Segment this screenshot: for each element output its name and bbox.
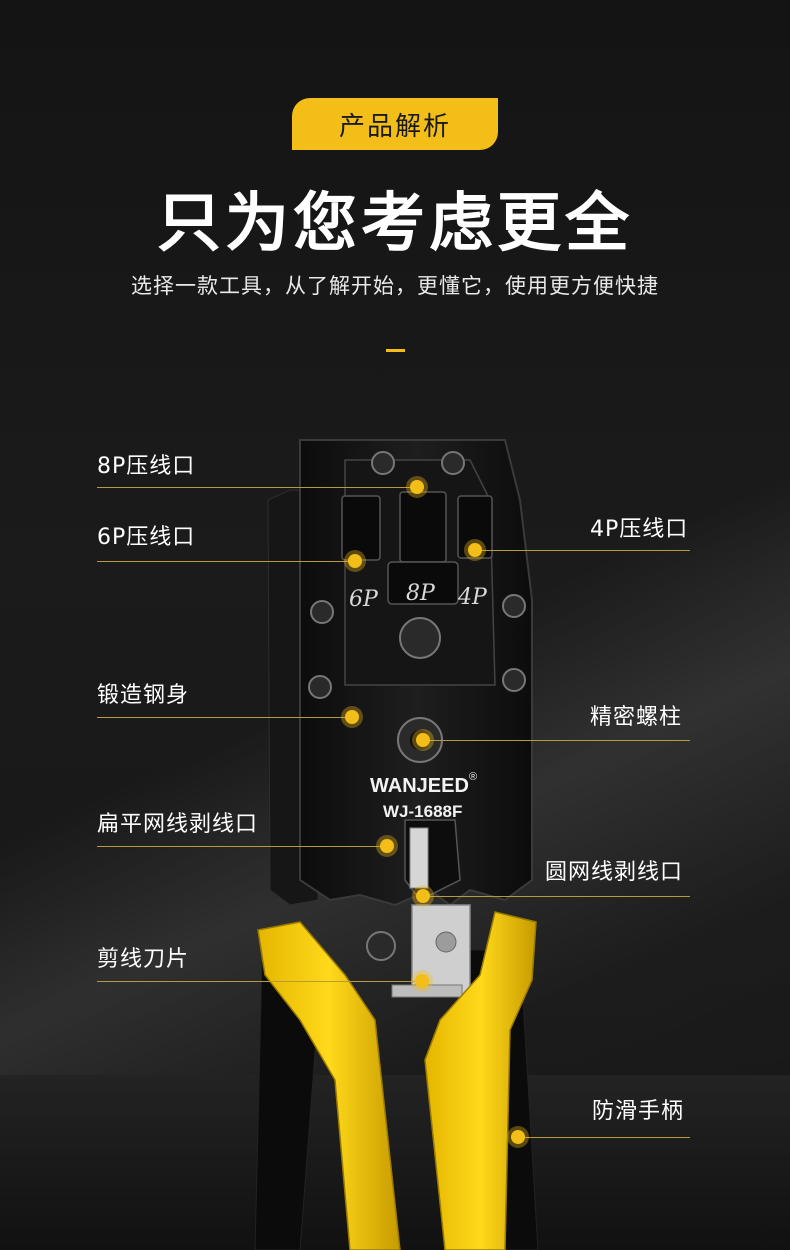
port-label-4p: 4P — [457, 585, 488, 610]
hotspot-forged — [345, 710, 359, 724]
callout-line-forged — [97, 717, 352, 718]
callout-anti-slip-handle: 防滑手柄 — [592, 1099, 685, 1124]
accent-dash — [386, 349, 405, 352]
hotspot-handle — [511, 1130, 525, 1144]
hotspot-8p — [410, 480, 424, 494]
callout-line-flat — [97, 846, 387, 847]
callout-flat-stripper: 扁平网线剥线口 — [97, 812, 259, 837]
brand-logo: WANJEED — [370, 775, 469, 797]
model-number: WJ-1688F — [383, 802, 462, 821]
callout-forged-body: 锻造钢身 — [97, 683, 190, 708]
subheadline: 选择一款工具，从了解开始，更懂它，使用更方便快捷 — [131, 274, 659, 298]
callout-round-stripper: 圆网线剥线口 — [545, 860, 684, 885]
callout-line-6p — [97, 561, 355, 562]
callout-line-screw — [423, 740, 690, 741]
hotspot-6p — [348, 554, 362, 568]
callout-line-handle — [518, 1137, 690, 1138]
hotspot-blade — [415, 974, 429, 988]
hotspot-flat — [380, 839, 394, 853]
callout-line-8p — [97, 487, 417, 488]
port-labels: 6P 8P 4P — [349, 581, 488, 612]
hotspot-screw — [416, 733, 430, 747]
callout-cutter-blade: 剪线刀片 — [97, 947, 190, 972]
registered-mark: ® — [469, 771, 477, 783]
callout-line-round — [423, 896, 690, 897]
port-label-8p: 8P — [406, 581, 436, 606]
callout-line-blade — [97, 981, 422, 982]
callout-6p-crimp: 6P压线口 — [97, 525, 196, 550]
headline: 只为您考虑更全 — [157, 187, 633, 261]
port-label-6p: 6P — [349, 587, 379, 612]
callout-8p-crimp: 8P压线口 — [97, 454, 196, 479]
callout-precision-screw: 精密螺柱 — [590, 705, 683, 730]
callout-line-4p — [475, 550, 690, 551]
section-tag: 产品解析 — [292, 98, 498, 150]
hotspot-round — [416, 889, 430, 903]
callout-4p-crimp: 4P压线口 — [590, 517, 689, 542]
hotspot-4p — [468, 543, 482, 557]
